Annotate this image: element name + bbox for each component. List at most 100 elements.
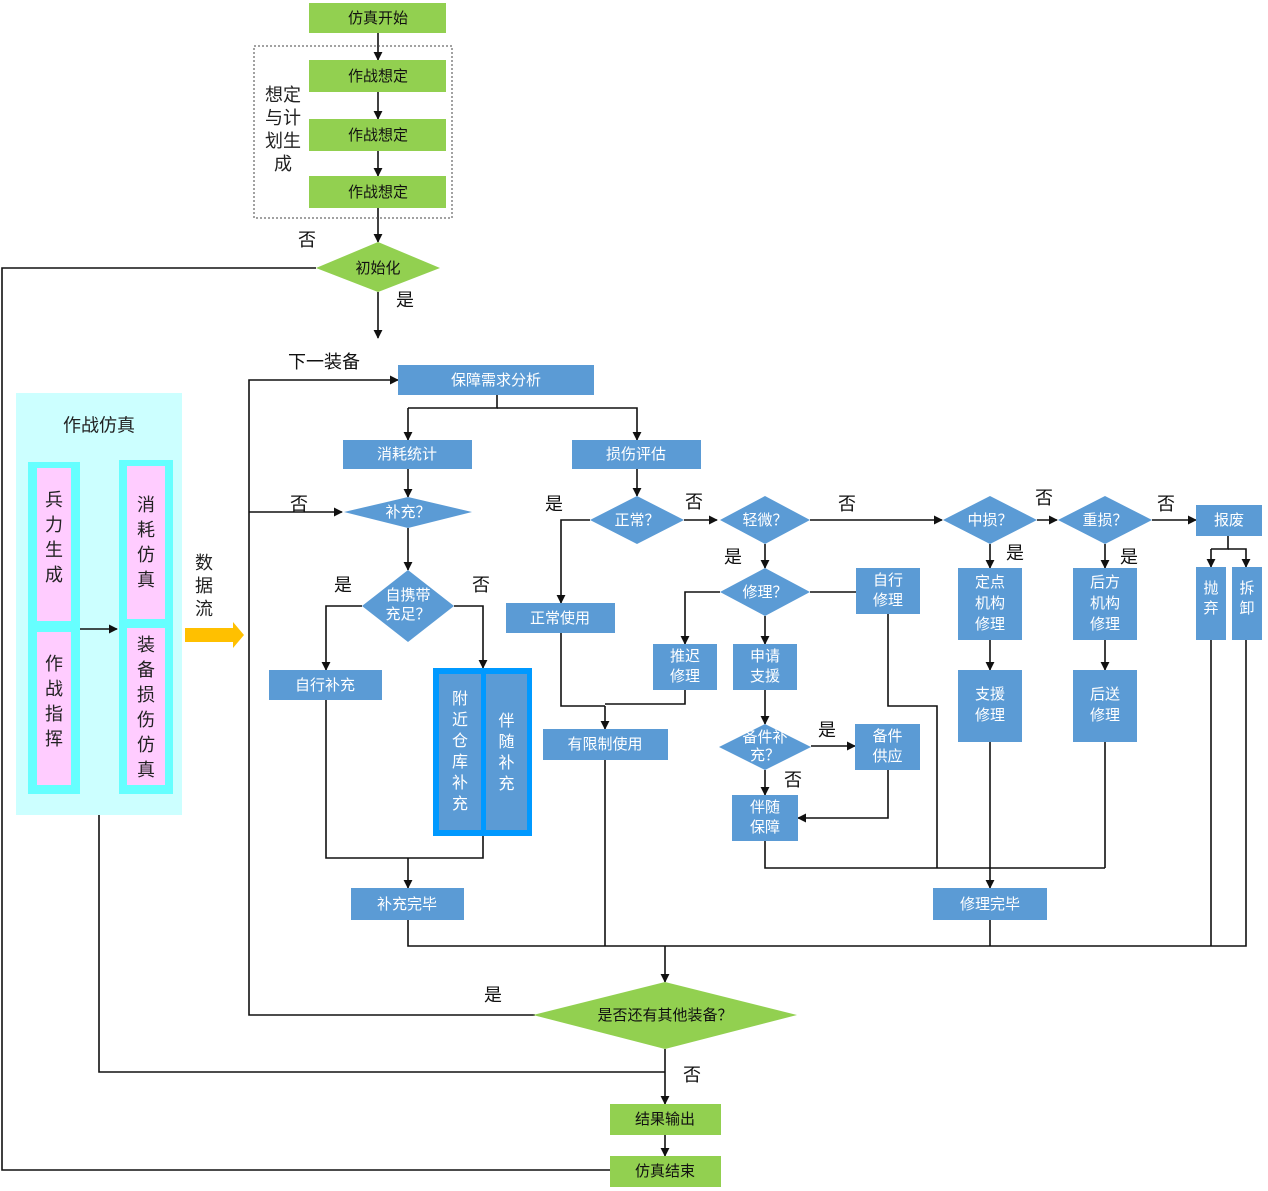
label-normal-yes: 是 [545, 494, 563, 515]
data-flow-arrow [185, 622, 244, 648]
scenario-box-2 [309, 119, 446, 151]
label-spare-no: 否 [784, 770, 802, 791]
edge-supply-accompany [797, 770, 889, 823]
init-text: 初始化 [355, 259, 400, 277]
medium-text: 中损？ [967, 511, 1012, 529]
edge-to-damage [497, 407, 642, 441]
support-repair-wrap: 支援修理 [974, 685, 1005, 724]
replenish-text: 补充？ [385, 503, 430, 521]
spare-text: 备件补充？ [742, 728, 788, 764]
edge-accompany-merge [764, 841, 1105, 869]
data-flow-text: 数据流 [195, 553, 213, 620]
edge-init-no [1, 267, 610, 1171]
scenario-group-frame [253, 45, 453, 219]
dismantle-text: 拆卸 [1239, 579, 1255, 617]
nearby-depot-box [439, 674, 481, 830]
result-output-text: 结果输出 [635, 1110, 695, 1128]
self-enough-wrap: 自携带充足？ [385, 586, 430, 623]
label-medium-no: 否 [1035, 488, 1053, 509]
sim-start-text: 仿真开始 [348, 9, 408, 27]
edge-combat-to-output [98, 815, 665, 1073]
support-repair-text: 支援修理 [974, 685, 1005, 724]
edge-bottom-collector [407, 640, 1247, 947]
nearby-depot-text: 附近仓库补充 [451, 689, 468, 813]
repair-done-box [933, 888, 1047, 920]
normal-use-text: 正常使用 [530, 609, 590, 627]
edge-to-dismantle [1228, 548, 1251, 568]
damage-sim-text: 装备损伤仿真 [137, 635, 155, 781]
abandon-box [1196, 567, 1226, 640]
accompany-replenish-box [486, 674, 527, 830]
slight-diamond [720, 496, 810, 544]
send-back-repair-text: 后送修理 [1089, 685, 1120, 724]
rear-repair-wrap: 后方机构修理 [1089, 573, 1120, 633]
damage-sim-wrap: 装备损伤仿真 [137, 635, 155, 781]
sim-start-box [309, 3, 446, 33]
rear-repair-text: 后方机构修理 [1089, 573, 1120, 633]
scenario-text-1: 作战想定 [348, 67, 408, 85]
init-diamond [316, 242, 440, 292]
abandon-text: 抛弃 [1203, 579, 1219, 617]
damage-sim-box [127, 628, 165, 785]
scenario-box-3 [309, 176, 446, 208]
spare-supply-text: 备件供应 [872, 727, 903, 765]
sim-end-text: 仿真结束 [635, 1162, 695, 1180]
edge-selfrepair-down [887, 614, 938, 868]
more-equip-diamond [533, 982, 797, 1049]
dismantle-wrap: 拆卸 [1239, 579, 1255, 617]
need-analysis-text: 保障需求分析 [451, 371, 541, 389]
replenish-done-text: 补充完毕 [377, 895, 437, 913]
more-equip-text: 是否还有其他装备？ [597, 1006, 732, 1024]
edge-normal-yes [556, 519, 590, 604]
command-text: 作战指挥 [45, 654, 63, 750]
self-replenish-text: 自行补充 [295, 676, 355, 694]
connectors [1, 33, 1251, 1171]
spare-wrap: 备件补充？ [742, 728, 788, 764]
fixed-repair-box [958, 568, 1022, 640]
limited-use-text: 有限制使用 [567, 735, 642, 753]
edge-depot-merge [408, 836, 484, 859]
need-analysis-box [398, 365, 594, 395]
consume-stat-box [343, 440, 472, 469]
label-more-no: 否 [683, 1065, 701, 1086]
rear-repair-box [1073, 568, 1137, 640]
apply-support-wrap: 申请支援 [749, 647, 780, 685]
label-next-equip: 下一装备 [288, 352, 360, 373]
label-init-yes: 是 [396, 290, 414, 311]
accompany-support-box [732, 795, 798, 841]
accompany-support-text: 伴随保障 [749, 798, 780, 836]
edge-more-yes-next [248, 375, 535, 1016]
data-flow-wrap: 数据流 [195, 553, 213, 620]
accompany-support-wrap: 伴随保障 [749, 798, 780, 836]
edge-repair-delay [680, 591, 720, 645]
spare-supply-box [855, 724, 920, 770]
send-back-repair-wrap: 后送修理 [1089, 685, 1120, 724]
replenish-diamond [344, 497, 472, 528]
scrap-text: 报废 [1214, 511, 1244, 529]
label-self-no: 否 [472, 575, 490, 596]
spare-diamond [719, 724, 811, 770]
accompany-replenish-wrap: 伴随补充 [498, 711, 514, 793]
edge-selfrep-merge [325, 700, 408, 859]
force-gen-text: 兵力生成 [45, 490, 63, 586]
edge-normaluse-limited [560, 633, 605, 707]
self-repair-wrap: 自行修理 [873, 571, 903, 609]
dismantle-box [1232, 567, 1262, 640]
normal-use-box [506, 603, 615, 633]
apply-support-text: 申请支援 [749, 647, 780, 685]
scenario-group-label: 想定与计划生成 [265, 85, 301, 175]
edge-need-split-left [408, 395, 498, 409]
delay-repair-text: 推迟修理 [669, 647, 700, 685]
label-spare-yes: 是 [818, 720, 836, 741]
label-self-yes: 是 [334, 575, 352, 596]
edge-scrap-split [1211, 536, 1229, 550]
normal-diamond [590, 496, 684, 544]
label-normal-no: 否 [685, 492, 703, 513]
fixed-repair-wrap: 定点机构修理 [975, 573, 1005, 633]
nearby-depot-wrap: 附近仓库补充 [451, 689, 468, 813]
label-slight-no: 否 [838, 494, 856, 515]
damage-eval-box [572, 440, 701, 469]
consume-sim-wrap: 消耗仿真 [137, 495, 155, 591]
replenish-done-box [351, 888, 464, 920]
force-gen-box [37, 468, 71, 621]
